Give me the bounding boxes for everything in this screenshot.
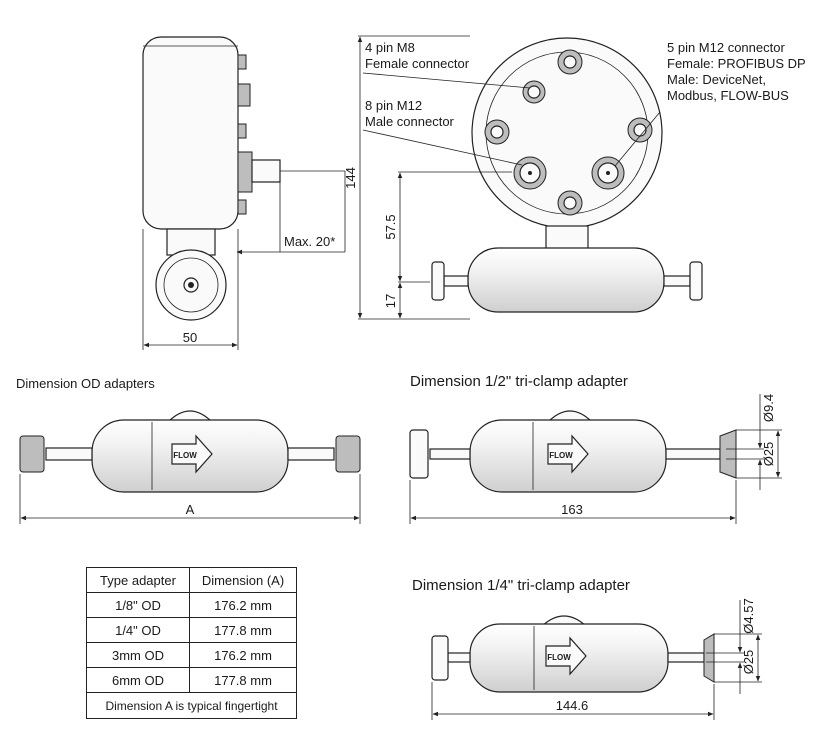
bolt-left — [484, 119, 510, 145]
front-view: 4 pin M8 Female connector 8 pin M12 Male… — [343, 35, 806, 320]
half-outlet-flange — [719, 429, 737, 479]
table-cell-type: 3mm OD — [86, 642, 190, 668]
housing-side — [142, 36, 239, 230]
m12-8pin-label-line1: 8 pin M12 — [365, 98, 422, 113]
half-flow-label: FLOW — [549, 451, 573, 460]
od-dimension-table: Type adapter Dimension (A) 1/8" OD 176.2… — [86, 567, 297, 719]
bolt-right — [627, 117, 653, 143]
half-outlet-tube — [665, 448, 721, 460]
table-footnote: Dimension A is typical fingertight — [86, 692, 297, 719]
width-label: 50 — [183, 330, 197, 345]
m12-5pin-label-line1: 5 pin M12 connector — [667, 40, 785, 55]
outlet-tube-front — [663, 275, 691, 287]
half-dia-small: Ø9.4 — [761, 394, 776, 422]
quarter-outlet-tube — [667, 652, 705, 663]
quarter-outlet-flange — [703, 633, 715, 683]
table-row: 1/4" OD 177.8 mm — [86, 617, 297, 643]
m12-connector-side — [237, 151, 253, 193]
od-title: Dimension OD adapters — [16, 376, 155, 391]
m12-5pin-label-line3: Male: DeviceNet, — [667, 72, 766, 87]
m12-5pin-connector-front — [591, 156, 625, 190]
quarter-flow-label: FLOW — [547, 653, 571, 662]
table-cell-dimension: 176.2 mm — [189, 592, 297, 618]
table-cell-dimension: 176.2 mm — [189, 642, 297, 668]
table-header-row: Type adapter Dimension (A) — [86, 567, 297, 593]
m8-connector-side — [237, 83, 251, 107]
table-cell-type: 6mm OD — [86, 667, 190, 693]
table-row: 1/8" OD 176.2 mm — [86, 592, 297, 618]
quarter-dia-large: Ø25 — [741, 650, 756, 675]
inlet-tube-front — [443, 275, 469, 287]
half-dia-large: Ø25 — [761, 442, 776, 467]
table-cell-type: 1/8" OD — [86, 592, 190, 618]
table-header-type: Type adapter — [86, 567, 190, 593]
max-angle-label: Max. 20* — [284, 234, 335, 249]
half-inch-title: Dimension 1/2" tri-clamp adapter — [410, 373, 628, 390]
od-outlet-tube — [287, 447, 335, 461]
od-flow-label: FLOW — [173, 451, 197, 460]
m12-8pin-label-line2: Male connector — [365, 114, 455, 129]
side-view: Max. 20* 50 — [142, 36, 346, 350]
quarter-inch-title: Dimension 1/4" tri-clamp adapter — [412, 577, 630, 594]
od-inlet-tube — [45, 447, 93, 461]
inlet-flange-front — [431, 261, 445, 301]
flow-body-front — [467, 247, 665, 313]
table-header-dimension: Dimension (A) — [189, 567, 297, 593]
m12-5pin-label-line2: Female: PROFIBUS DP — [667, 56, 806, 71]
m8-connector-front — [522, 80, 546, 104]
screw-side-2 — [237, 123, 247, 139]
table-row: 3mm OD 176.2 mm — [86, 642, 297, 668]
od-flow-arrow — [171, 434, 213, 474]
outlet-flange-front — [689, 261, 703, 301]
bolt-top — [557, 49, 583, 75]
table-footnote-row: Dimension A is typical fingertight — [86, 692, 297, 719]
table-row: 6mm OD 177.8 mm — [86, 667, 297, 693]
table-cell-dimension: 177.8 mm — [189, 617, 297, 643]
quarter-dia-small: Ø4.57 — [741, 598, 756, 633]
half-inlet-tube — [429, 448, 471, 460]
od-adapter-view: Dimension OD adapters FLOW A — [16, 376, 361, 524]
od-inlet-nut — [19, 435, 45, 473]
quarter-length-label: 144.6 — [556, 698, 589, 713]
table-cell-type: 1/4" OD — [86, 617, 190, 643]
quarter-inch-view: Dimension 1/4" tri-clamp adapter FLOW Ø4… — [412, 577, 762, 720]
screw-side-1 — [237, 54, 247, 70]
half-inlet-flange — [409, 429, 429, 479]
m8-label-line1: 4 pin M8 — [365, 40, 415, 55]
bolt-bottom — [557, 190, 583, 216]
dim-bottom: 17 — [383, 294, 398, 308]
quarter-inlet-tube — [447, 652, 471, 663]
half-length-label: 163 — [561, 502, 583, 517]
dim-total-height: 144 — [343, 167, 358, 189]
m12-8pin-connector-front — [513, 156, 547, 190]
m12-5pin-label-line4: Modbus, FLOW-BUS — [667, 88, 789, 103]
dim-connector-height: 57.5 — [383, 214, 398, 239]
table-cell-dimension: 177.8 mm — [189, 667, 297, 693]
quarter-flow-arrow — [545, 636, 587, 676]
od-outlet-nut — [335, 435, 361, 473]
quarter-inlet-flange — [431, 635, 449, 681]
cable-plug-side — [251, 159, 281, 183]
screw-side-3 — [237, 199, 247, 215]
od-length-label: A — [186, 502, 195, 517]
m8-label-line2: Female connector — [365, 56, 470, 71]
half-flow-arrow — [547, 434, 589, 474]
half-inch-view: Dimension 1/2" tri-clamp adapter FLOW Ø9… — [409, 373, 782, 524]
